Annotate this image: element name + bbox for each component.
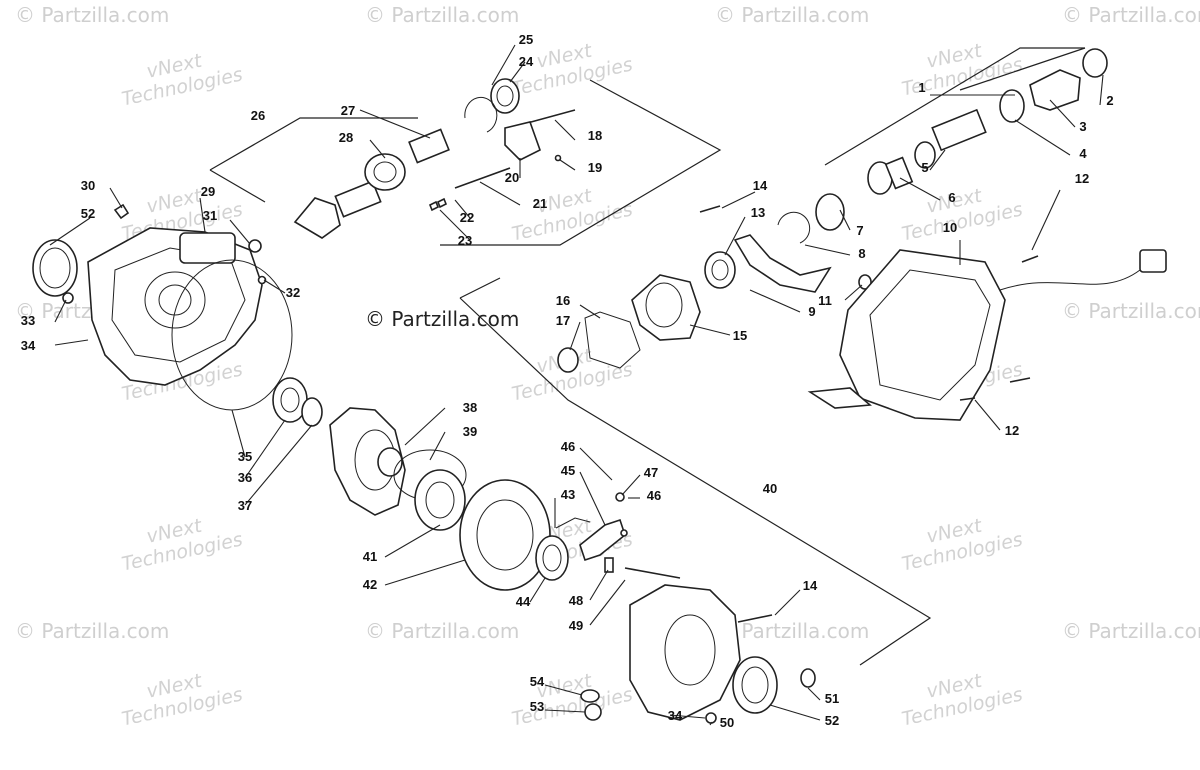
callout-31: 31: [203, 208, 217, 223]
watermark-copyright: © Partzilla.com: [365, 619, 519, 643]
watermark-copyright: © Partzilla.com: [365, 3, 519, 27]
callout-36: 36: [238, 470, 252, 485]
callout-30: 30: [81, 178, 95, 193]
watermark-copyright: © Partzilla.com: [15, 619, 169, 643]
center-copyright: © Partzilla.com: [365, 307, 519, 331]
group-brackets: [209, 47, 1086, 666]
callout-1: 1: [918, 80, 925, 95]
callout-25: 25: [519, 32, 533, 47]
callout-18: 18: [588, 128, 602, 143]
callout-43: 43: [561, 487, 575, 502]
callout-2: 2: [1106, 93, 1113, 108]
callout-6: 6: [948, 190, 955, 205]
callout-40: 40: [763, 481, 777, 496]
callout-26: 26: [251, 108, 265, 123]
callout-14: 14: [803, 578, 818, 593]
callout-27: 27: [341, 103, 355, 118]
callout-9: 9: [808, 304, 815, 319]
callout-51: 51: [825, 691, 839, 706]
callout-8: 8: [858, 246, 865, 261]
watermark-copyright: © Partzilla.com: [715, 3, 869, 27]
bracket-40-top: [459, 277, 501, 299]
callout-23: 23: [458, 233, 472, 248]
callout-38: 38: [463, 400, 477, 415]
callout-33: 33: [21, 313, 35, 328]
callout-53: 53: [530, 699, 544, 714]
callout-3: 3: [1079, 119, 1086, 134]
callout-15: 15: [733, 328, 747, 343]
callout-37: 37: [238, 498, 252, 513]
callout-44: 44: [516, 594, 531, 609]
right-cover: [580, 584, 816, 724]
callout-11: 11: [818, 293, 832, 308]
leader-lines: [49, 44, 1104, 726]
callout-20: 20: [505, 170, 519, 185]
callout-50: 50: [720, 715, 734, 730]
callout-42: 42: [363, 577, 377, 592]
callout-7: 7: [856, 223, 863, 238]
bracket-1-right: [959, 47, 1086, 91]
watermark-copyright: © Partzilla.com: [715, 619, 869, 643]
watermark-copyright: © Partzilla.com: [1062, 619, 1200, 643]
watermark-copyright: © Partzilla.com: [1062, 299, 1200, 323]
callout-4: 4: [1079, 146, 1087, 161]
callout-41: 41: [363, 549, 377, 564]
callout-14: 14: [753, 178, 768, 193]
callout-52: 52: [825, 713, 839, 728]
callout-39: 39: [463, 424, 477, 439]
bracket-26-right: [440, 79, 722, 246]
callout-52: 52: [81, 206, 95, 221]
callout-54: 54: [530, 674, 545, 689]
callout-12: 12: [1075, 171, 1089, 186]
watermark-copyright: © Partzilla.com: [15, 3, 169, 27]
callout-10: 10: [943, 220, 957, 235]
callout-35: 35: [238, 449, 252, 464]
bracket-1: [824, 47, 1085, 166]
callout-49: 49: [569, 618, 583, 633]
bracket-40: [459, 297, 932, 666]
callout-22: 22: [460, 210, 474, 225]
callout-5: 5: [921, 160, 928, 175]
callout-32: 32: [286, 285, 300, 300]
center-housing: [557, 193, 872, 373]
callout-34: 34: [21, 338, 36, 353]
bracket-26-left-leg: [209, 169, 266, 203]
callout-17: 17: [556, 313, 570, 328]
callout-13: 13: [751, 205, 765, 220]
rear-housing: [32, 203, 267, 386]
lock-mechanism: [535, 492, 681, 581]
callout-12: 12: [1005, 423, 1019, 438]
callout-21: 21: [533, 196, 547, 211]
gear-actuator: [807, 249, 1167, 421]
callout-19: 19: [588, 160, 602, 175]
callout-16: 16: [556, 293, 570, 308]
callout-29: 29: [201, 184, 215, 199]
callout-47: 47: [644, 465, 658, 480]
callout-46: 46: [647, 488, 661, 503]
callout-46: 46: [561, 439, 575, 454]
callout-48: 48: [569, 593, 583, 608]
callout-45: 45: [561, 463, 575, 478]
callout-28: 28: [339, 130, 353, 145]
callout-24: 24: [519, 54, 534, 69]
ring-gear-assembly: [171, 259, 551, 591]
callout-34: 34: [668, 708, 683, 723]
watermark-copyright: © Partzilla.com: [1062, 3, 1200, 27]
pinion-assembly: [293, 78, 576, 239]
